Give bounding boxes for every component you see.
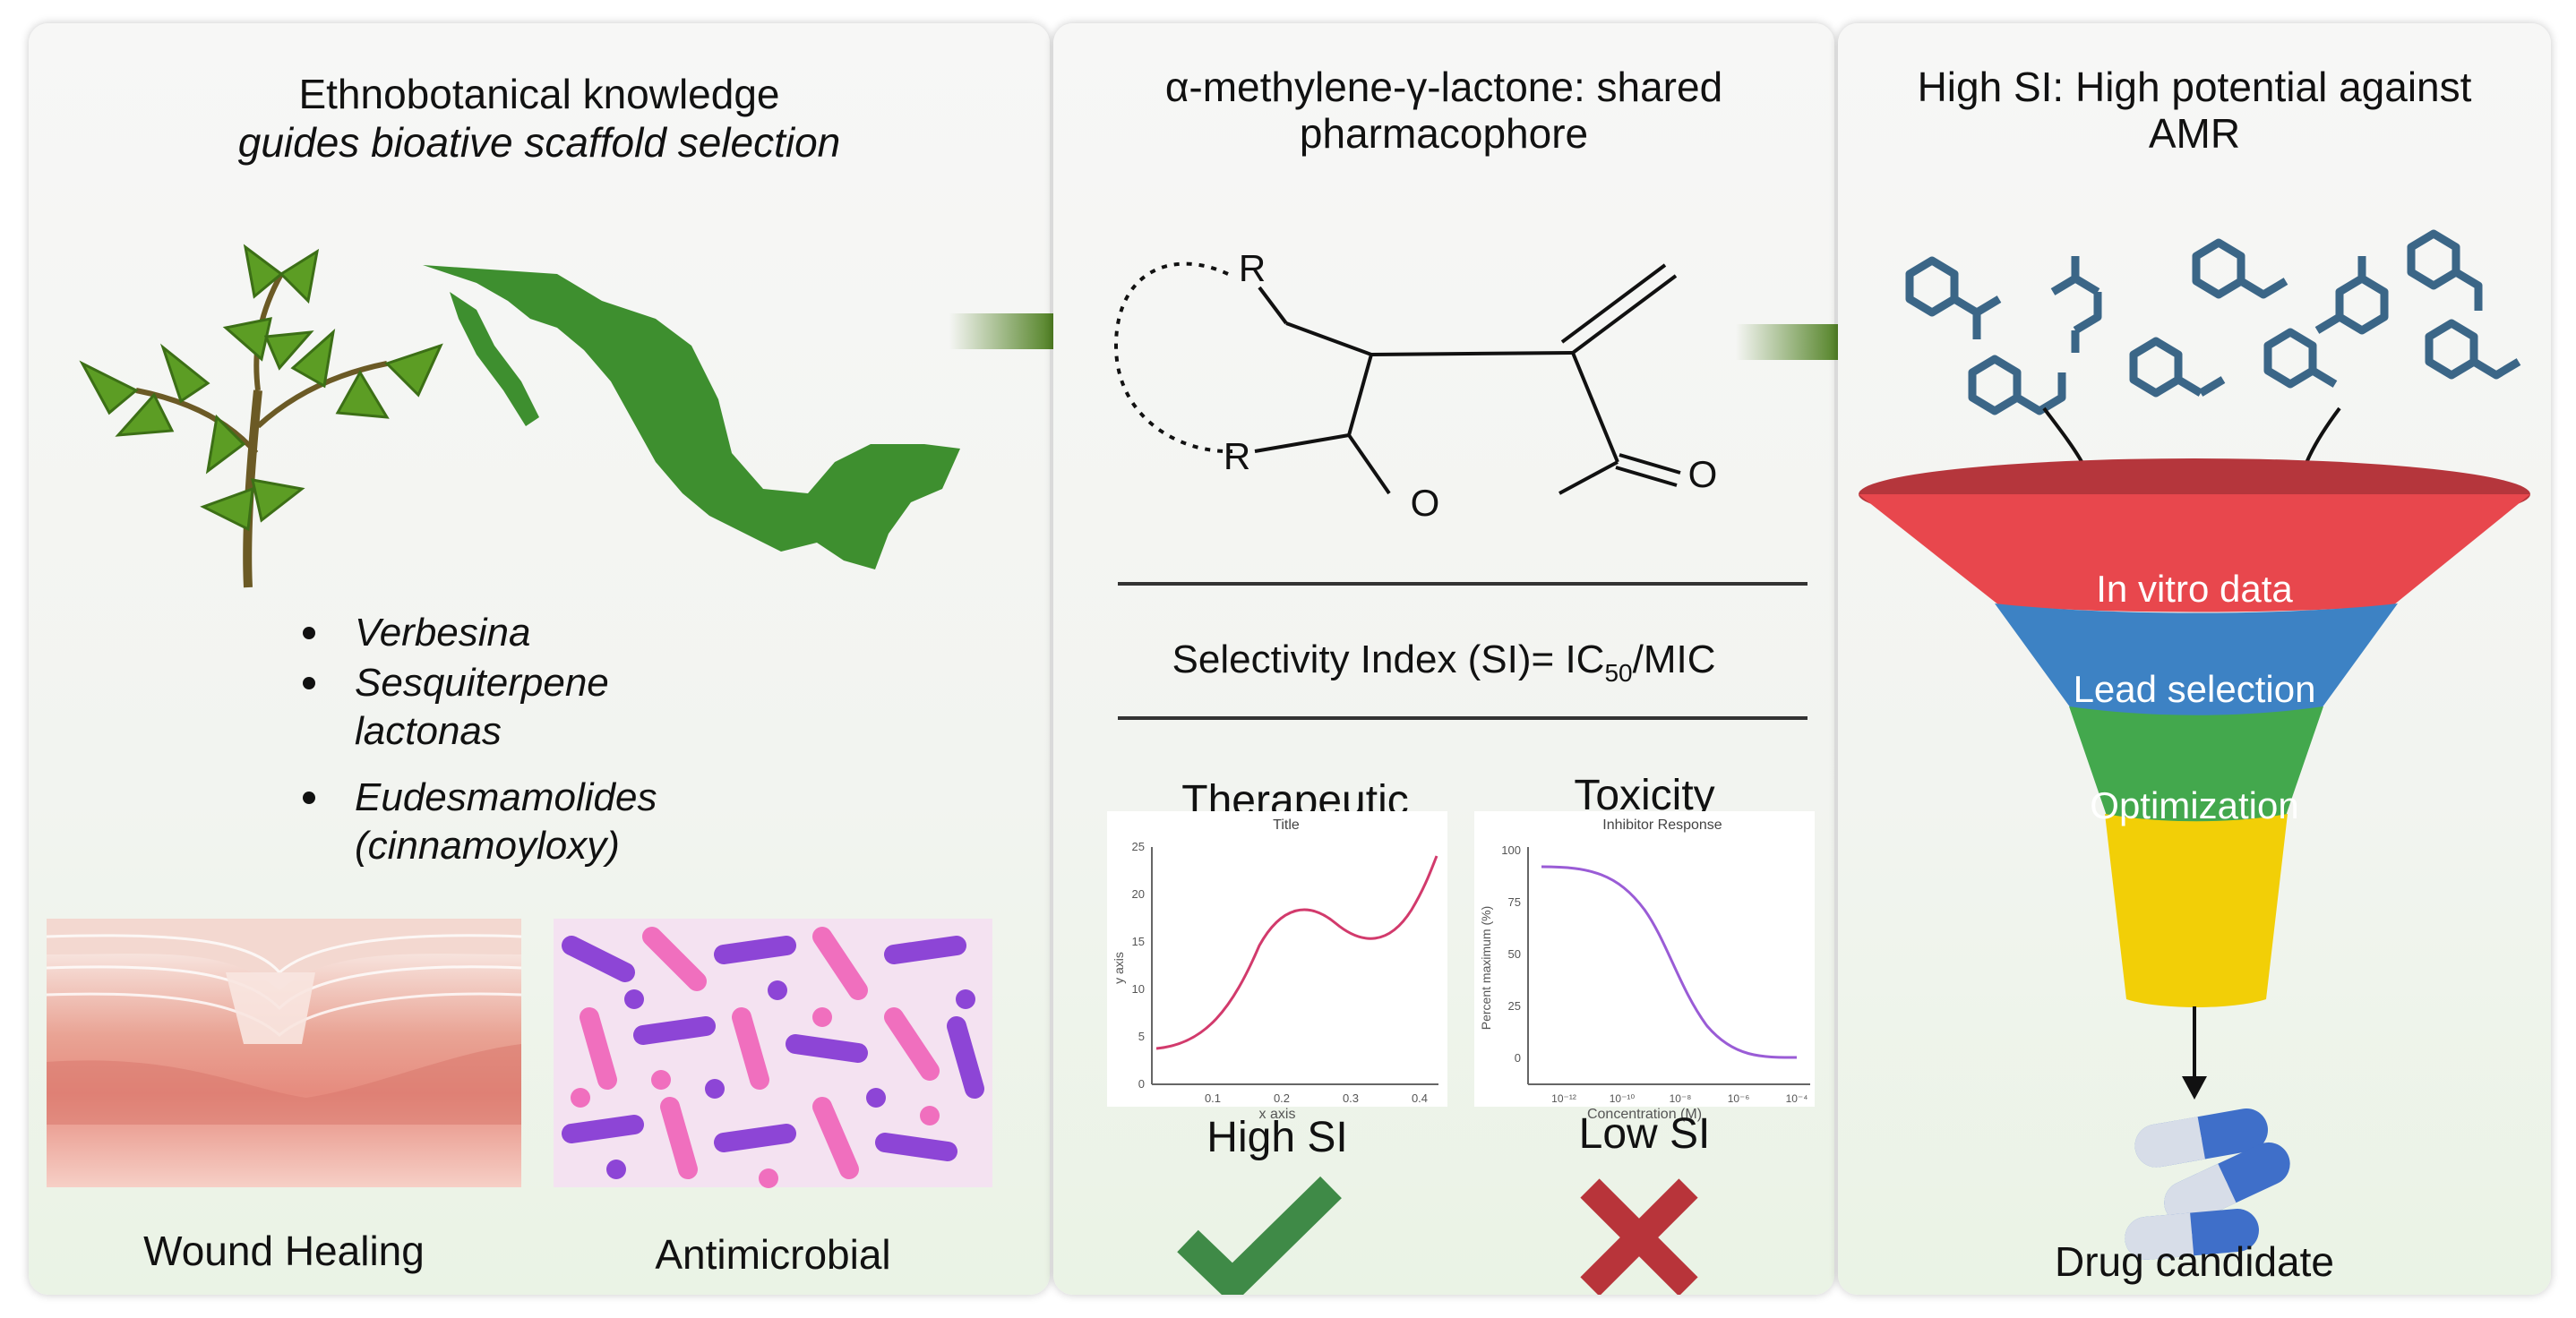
y-tick: 10 [1132,982,1145,996]
x-tick: 10⁻⁸ [1670,1092,1692,1105]
panel1-subtitle: guides bioative scaffold selection [237,119,841,166]
y-tick: 15 [1132,935,1145,948]
panel3-subtitle: AMR [2148,110,2241,157]
y-tick: 20 [1132,887,1145,901]
panel2-subtitle: pharmacophore [1299,110,1589,157]
low-si-label: Low SI [1578,1110,1711,1158]
skin-illustration [46,919,522,1187]
si-formula: Selectivity Index (SI)= IC50/MIC [1053,636,1834,698]
therapeutic-y-label: y axis [1112,952,1126,984]
bullet-dot [303,677,315,689]
y-tick: 25 [1132,840,1145,853]
funnel-label-optimization: Optimization [2090,784,2298,826]
carbonyl-oxygen: O [1688,453,1718,495]
y-tick: 75 [1508,895,1521,909]
funnel-label-lead-selection: Lead selection [2074,668,2316,710]
bullet-item: Eudesmamolides [303,774,657,822]
x-tick: 10⁻⁴ [1786,1092,1808,1105]
therapeutic-curve-chart: Title 0 5 10 15 20 25 0.1 0.2 0.3 0.4 y … [1107,811,1447,1107]
drug-candidate-label: Drug candidate [2055,1238,2334,1285]
divider-bottom [1118,716,1807,720]
bullet-text: Eudesmamolides [355,775,657,819]
funnel-output-arrow-icon [2182,1006,2207,1100]
si-formula-text: Selectivity Index (SI)= IC [1172,638,1605,681]
screening-funnel: In vitro data Lead selection Optimizatio… [1859,458,2530,1007]
bullet-dot [303,627,315,639]
funnel-stage [2069,706,2323,822]
x-tick: 10⁻¹⁰ [1610,1092,1636,1105]
panel-ethnobotany: Ethnobotanical knowledge guides bioative… [29,23,1050,1295]
toxicity-mini-title: Inhibitor Response [1602,817,1722,833]
y-tick: 0 [1515,1051,1521,1065]
toxicity-curve [1541,865,1798,1059]
therapeutic-x-label: x axis [1258,1107,1296,1122]
x-tick: 0.2 [1274,1091,1290,1105]
panel3-title: High SI: High potential against [1917,64,2472,110]
divider-top [1118,582,1807,586]
toxicity-y-label: Percent maximum (%) [1479,906,1493,1030]
r-group-top: R [1239,247,1266,289]
panel2-title: α-methylene-γ-lactone: shared [1164,64,1723,110]
lactone-structure: R R O O [1113,247,1718,524]
y-tick: 100 [1501,843,1521,857]
funnel-stage [2105,814,2288,1007]
cross-icon [1580,1178,1698,1295]
wound-healing-label: Wound Healing [143,1228,425,1274]
r-group-bottom: R [1224,435,1250,477]
panel1-title: Ethnobotanical knowledge [298,71,780,117]
x-tick: 10⁻¹² [1551,1092,1576,1105]
bullet-item: Verbesina [303,609,531,657]
bullet-text: Verbesina [355,611,531,655]
bullet-text: Sesquiterpene [355,661,609,705]
bullet-continuation: lactonas [355,709,502,753]
y-tick: 25 [1508,999,1521,1013]
ring-oxygen: O [1411,482,1440,524]
x-tick: 10⁻⁶ [1728,1092,1750,1105]
bacteria-illustration [554,919,992,1188]
plant-illustration [79,244,443,588]
high-si-label: High SI [1206,1114,1348,1161]
si-formula-subscript: 50 [1604,658,1633,687]
toxicity-curve-chart: Inhibitor Response 0 25 50 75 100 10⁻¹² … [1474,811,1815,1107]
mexico-map [423,265,960,569]
funnel-stage [1859,494,2530,612]
si-formula-suffix: /MIC [1632,638,1716,681]
y-tick: 50 [1508,947,1521,961]
capsule-pills-icon [2125,1108,2290,1260]
molecule-cluster-icon [1905,229,2521,415]
funnel-stage [1995,603,2398,716]
y-tick: 0 [1138,1077,1145,1091]
funnel-label-in-vitro: In vitro data [2096,568,2293,610]
x-tick: 0.1 [1205,1091,1221,1105]
antimicrobial-label: Antimicrobial [655,1231,891,1278]
panel-pharmacophore: α-methylene-γ-lactone: shared pharmacoph… [1053,23,1834,1295]
y-tick: 5 [1138,1030,1145,1043]
panel-drug-discovery: High SI: High potential against AMR [1838,23,2551,1295]
bullet-continuation: (cinnamoyloxy) [355,824,620,868]
x-tick: 0.3 [1343,1091,1359,1105]
therapeutic-curve [1155,855,1438,1050]
toxicity-x-label: Concentration (M) [1586,1107,1703,1122]
checkmark-icon [1177,1176,1342,1295]
x-tick: 0.4 [1412,1091,1428,1105]
therapeutic-mini-title: Title [1273,817,1300,833]
bullet-item: Sesquiterpene [303,659,609,707]
bullet-dot [303,792,315,804]
